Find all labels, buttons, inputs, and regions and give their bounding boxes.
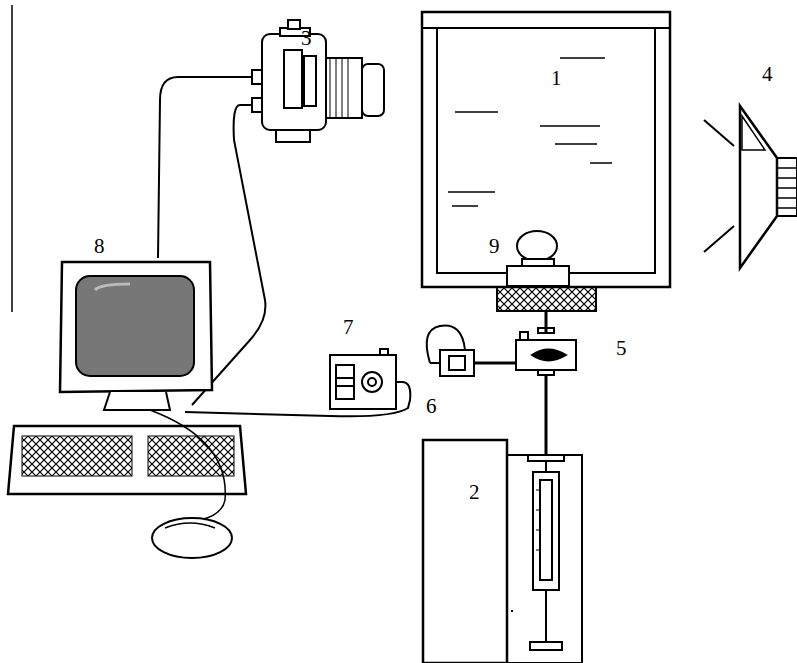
- callout-number: 9: [489, 236, 500, 257]
- frame-line: [11, 5, 13, 312]
- wire: [396, 337, 430, 382]
- wire: [427, 326, 465, 364]
- amplifier-box: [330, 349, 396, 409]
- drop-on-stage: [507, 231, 569, 286]
- callout-number: 6: [426, 396, 437, 417]
- callout-number: 7: [343, 317, 354, 338]
- callout-number: 2: [469, 482, 480, 503]
- light-source: [704, 106, 797, 268]
- hatched-mount: [497, 287, 596, 311]
- tube: [545, 375, 548, 455]
- pressure-transducer: [430, 350, 516, 376]
- callout-number: 8: [94, 236, 105, 257]
- pressure-fitting: [516, 328, 576, 375]
- computer: [8, 262, 246, 558]
- syringe-pump: [423, 440, 582, 663]
- callout-number: 1: [551, 68, 562, 89]
- ccd-camera: [252, 20, 384, 142]
- liquid-tank: [422, 12, 670, 287]
- callout-number: 5: [616, 338, 627, 359]
- callout-number: 4: [762, 64, 773, 85]
- wire: [185, 382, 410, 416]
- callout-number: 3: [301, 28, 312, 49]
- wire: [158, 77, 252, 258]
